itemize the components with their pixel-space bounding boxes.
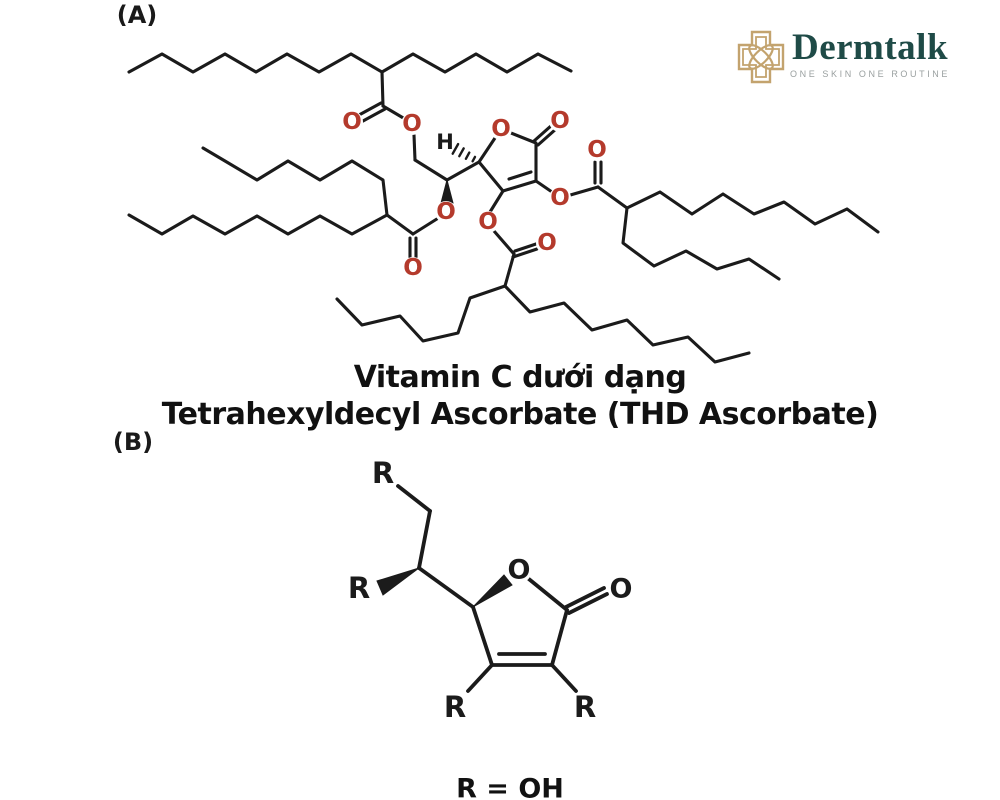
svg-text:H: H [436, 130, 454, 154]
svg-text:R: R [372, 456, 394, 490]
panel-a-label: (A) [117, 1, 158, 29]
caption-line-1: Vitamin C dưới dạng [353, 360, 687, 395]
logo-name: Dermtalk [791, 27, 949, 68]
panel-b-label: (B) [113, 428, 153, 456]
r-group-legend: R = OH [456, 774, 564, 800]
logo-text-block: Dermtalk ONE SKIN ONE ROUTINE [790, 27, 951, 79]
svg-text:R: R [574, 690, 596, 724]
svg-text:O: O [491, 116, 511, 142]
molecule-b-bonds [376, 484, 609, 693]
dermtalk-logo: Dermtalk ONE SKIN ONE ROUTINE [736, 27, 951, 84]
svg-text:O: O [342, 109, 362, 135]
svg-text:O: O [403, 255, 423, 281]
logo-tagline: ONE SKIN ONE ROUTINE [790, 69, 951, 79]
svg-text:O: O [508, 555, 531, 586]
caption: Vitamin C dưới dạng Tetrahexyldecyl Asco… [20, 359, 1000, 433]
caption-line-2: Tetrahexyldecyl Ascorbate (THD Ascorbate… [161, 397, 879, 432]
svg-text:O: O [587, 137, 607, 163]
svg-text:R: R [348, 571, 370, 605]
dermtalk-knot-icon [737, 30, 785, 84]
svg-text:O: O [537, 230, 557, 256]
svg-text:O: O [550, 185, 570, 211]
svg-text:O: O [478, 209, 498, 235]
svg-text:O: O [402, 111, 422, 137]
molecule-b-atoms: O O R R R R [347, 456, 634, 724]
svg-text:O: O [550, 108, 570, 134]
svg-text:R: R [444, 690, 466, 724]
svg-text:O: O [436, 199, 456, 225]
molecule-a-bonds [127, 52, 880, 364]
svg-text:O: O [610, 574, 633, 605]
